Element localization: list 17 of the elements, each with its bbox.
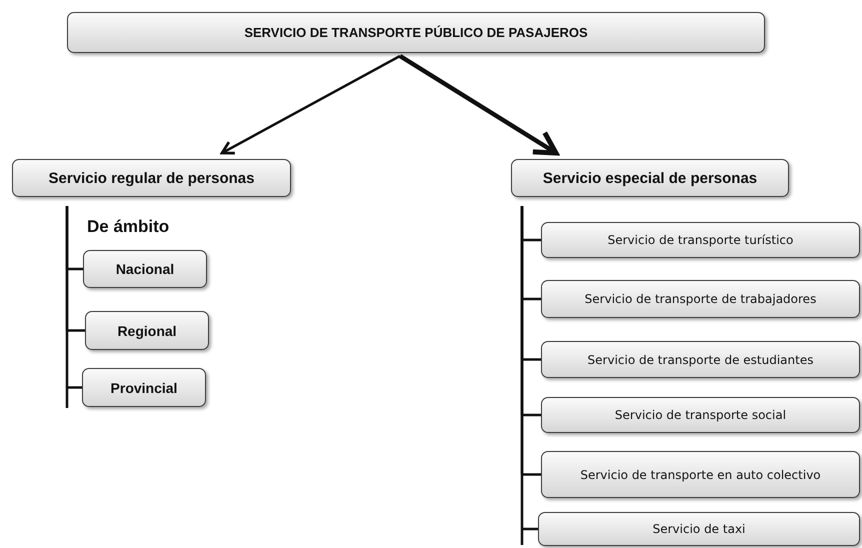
item-box: Regional xyxy=(85,311,209,350)
title-box: SERVICIO DE TRANSPORTE PÚBLICO DE PASAJEROS xyxy=(67,12,765,53)
connector-line xyxy=(66,204,84,410)
category-box: Servicio especial de personas xyxy=(511,159,789,197)
item-box: Servicio de transporte social xyxy=(541,397,860,433)
item-box: Servicio de transporte de estudiantes xyxy=(541,341,860,378)
item-box: Servicio de taxi xyxy=(538,512,860,546)
category-box: Servicio regular de personas xyxy=(12,159,291,197)
item-box: Nacional xyxy=(83,250,207,288)
item-box: Servicio de transporte en auto colectivo xyxy=(541,451,860,498)
connector-line xyxy=(520,204,540,546)
item-box: Servicio de transporte turístico xyxy=(541,222,860,258)
item-box: Servicio de transporte de trabajadores xyxy=(541,280,860,318)
arrow xyxy=(398,54,558,156)
group-heading: De ámbito xyxy=(87,217,170,237)
arrow xyxy=(220,54,401,154)
item-box: Provincial xyxy=(82,368,206,407)
